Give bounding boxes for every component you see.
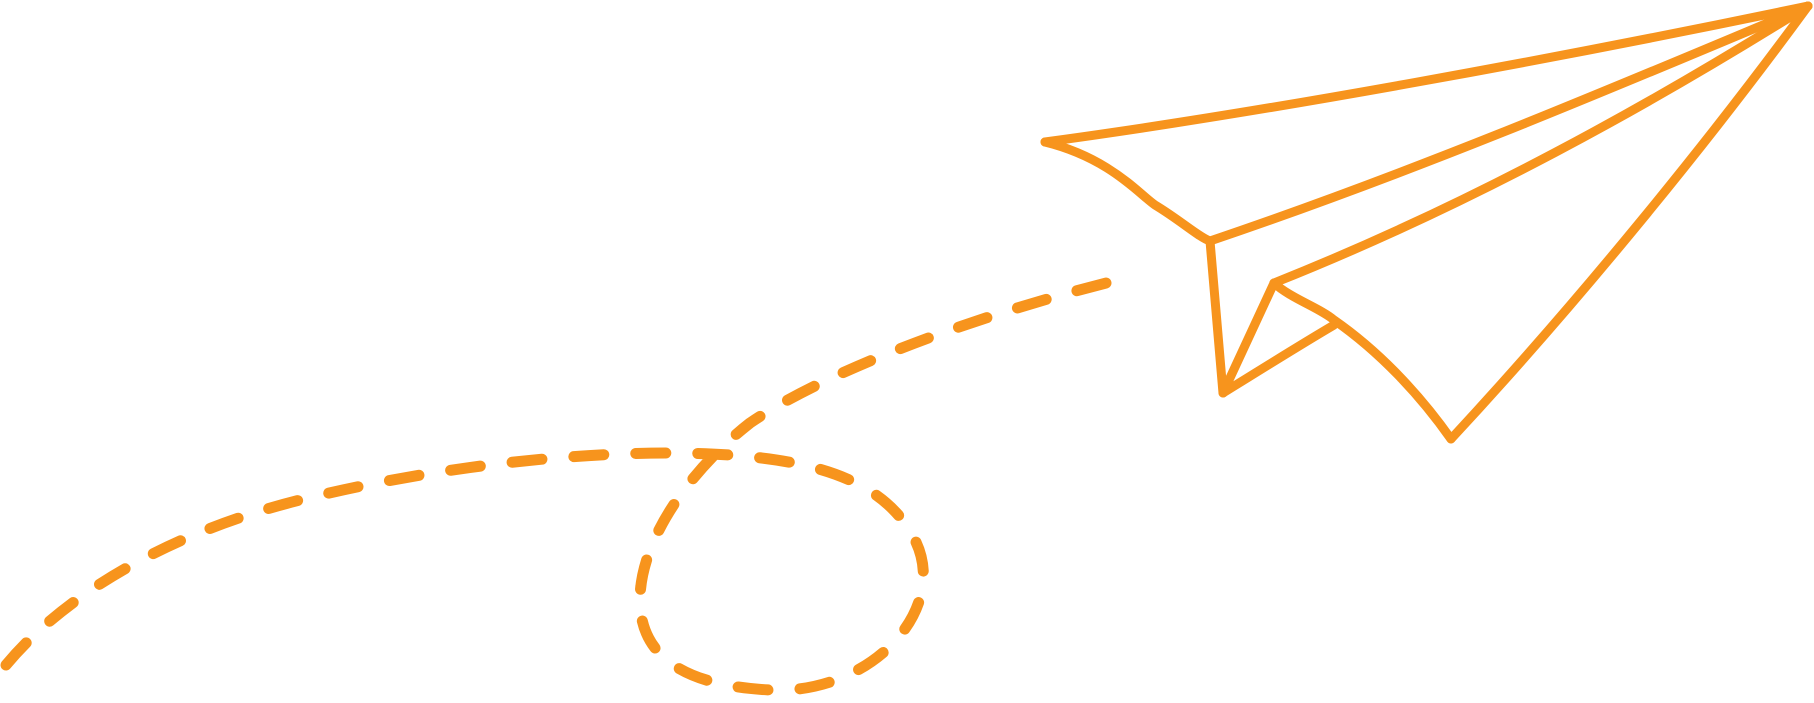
airplane-wing-underside <box>1269 278 1456 444</box>
flight-trail-path <box>0 276 1116 696</box>
airplane-left-curve <box>1040 137 1215 246</box>
airplane-bottom-fold <box>1218 320 1339 398</box>
airplane-top-edge <box>1040 1 1813 147</box>
airplane-inner-crease <box>1205 1 1813 246</box>
airplane-middle-fold <box>1269 1 1813 288</box>
airplane-right-wing <box>1446 1 1813 444</box>
